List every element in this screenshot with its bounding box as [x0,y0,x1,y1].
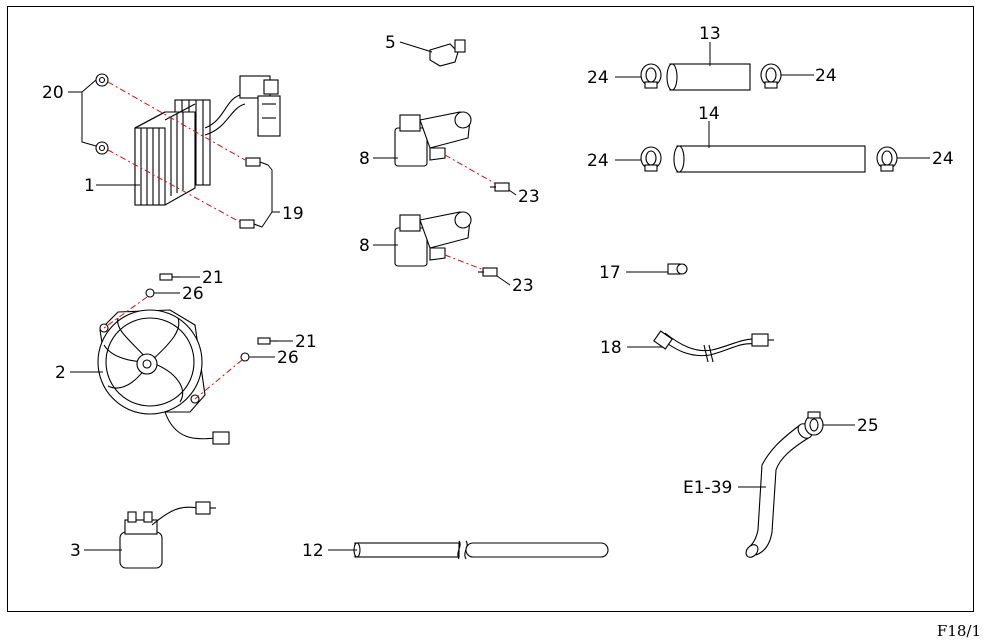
callout-24-c: 24 [587,151,609,171]
callout-labels: 20 1 19 21 26 21 26 2 3 5 8 8 23 23 13 1… [42,24,954,561]
leader-lines [68,41,930,551]
drawing-frame [7,6,974,612]
callout-13: 13 [699,24,721,44]
callout-14: 14 [698,104,720,124]
hose-13 [666,63,751,91]
wire-harness-18 [653,330,774,363]
hose-12 [353,540,609,560]
screw-23 [478,182,510,277]
sensor-5 [429,39,466,67]
callout-17: 17 [599,263,621,283]
nut-20 [95,73,109,155]
hose-clamp-25 [804,411,824,436]
callout-1: 1 [84,176,95,196]
hose-clamp-24 [640,63,898,172]
callout-24-d: 24 [932,149,954,169]
solenoid-valve-lower [394,211,472,267]
fitting-17 [667,263,688,275]
regulator-rectifier [134,75,281,206]
callout-21-lower: 21 [295,332,317,352]
solenoid-valve-upper [394,111,472,167]
bent-hose-e1-39 [745,423,813,558]
callout-19: 19 [282,204,304,224]
radiator-fan [97,309,230,445]
screw-21 [159,273,278,345]
page-reference: F18/1 [936,622,981,640]
callout-23-upper: 23 [518,187,540,207]
callout-23-lower: 23 [512,276,534,296]
hose-14 [673,145,866,173]
callout-21-upper: 21 [202,268,224,288]
callout-18: 18 [600,338,622,358]
callout-25: 25 [857,416,879,436]
callout-3: 3 [70,541,81,561]
callout-5: 5 [385,33,396,53]
callout-26-upper: 26 [182,284,204,304]
callout-8-upper: 8 [359,149,370,169]
callout-8-lower: 8 [359,236,370,256]
callout-20: 20 [42,83,64,103]
callout-2: 2 [55,363,66,383]
washer-26 [145,288,250,362]
callout-e1-39: E1-39 [683,478,732,498]
callout-12: 12 [302,541,324,561]
starter-relay [119,501,216,569]
callout-26-lower: 26 [277,348,299,368]
callout-24-b: 24 [815,66,837,86]
bolt-19 [239,157,269,229]
callout-24-a: 24 [587,68,609,88]
